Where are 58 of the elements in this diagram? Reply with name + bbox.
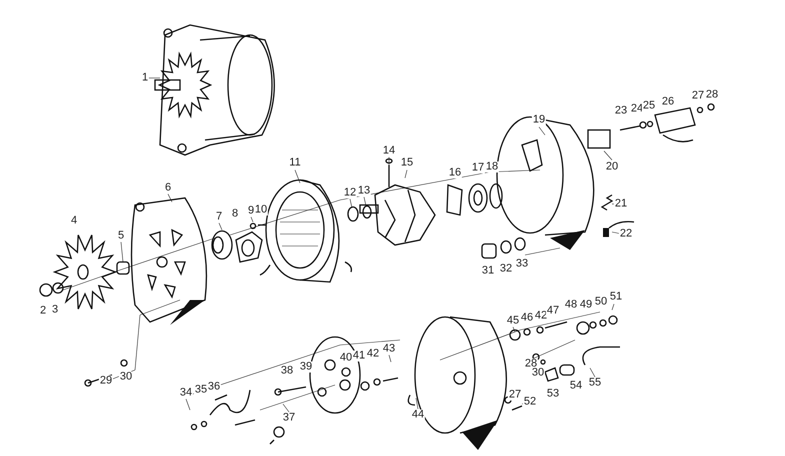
callout-number: 8 bbox=[230, 208, 240, 220]
callout-number: 55 bbox=[588, 378, 602, 388]
callout-number: 53 bbox=[546, 388, 560, 400]
callout-number: 32 bbox=[498, 264, 514, 274]
callout-number: 39 bbox=[298, 362, 314, 372]
callout-number: 15 bbox=[400, 158, 414, 168]
callout-number: 2 bbox=[38, 306, 48, 316]
callout-number: 31 bbox=[480, 266, 496, 276]
callout-number: 24 bbox=[630, 104, 644, 114]
callout-number: 36 bbox=[206, 382, 222, 392]
callout-number: 6 bbox=[164, 182, 172, 194]
callout-number: 3 bbox=[50, 304, 60, 316]
callout-number: 18 bbox=[484, 162, 500, 172]
callout-number: 29 bbox=[98, 376, 114, 386]
callout-number: 21 bbox=[614, 198, 628, 210]
callout-number: 48 bbox=[564, 300, 578, 310]
callout-number: 11 bbox=[288, 158, 302, 168]
callout-number: 10 bbox=[254, 204, 268, 216]
callout-number: 27 bbox=[508, 390, 522, 400]
callout-number: 44 bbox=[410, 410, 426, 420]
callout-number: 16 bbox=[448, 168, 462, 178]
callout-number: 33 bbox=[514, 258, 530, 270]
callout-number: 23 bbox=[614, 106, 628, 116]
callout-number: 22 bbox=[618, 228, 634, 240]
callout-number: 28 bbox=[524, 358, 538, 370]
callout-number: 17 bbox=[470, 162, 486, 174]
callout-number: 52 bbox=[522, 396, 538, 408]
callout-number: 26 bbox=[660, 96, 676, 108]
callout-number: 42 bbox=[366, 348, 380, 360]
callout-number: 47 bbox=[546, 306, 560, 316]
callout-number: 14 bbox=[382, 146, 396, 156]
callout-number: 12 bbox=[342, 188, 358, 198]
callout-number: 20 bbox=[604, 162, 620, 172]
callout-number: 7 bbox=[214, 212, 224, 222]
callout-number: 27 bbox=[690, 90, 706, 102]
callout-number: 45 bbox=[506, 316, 520, 326]
callout-number: 30 bbox=[530, 368, 546, 378]
callout-number: 42 bbox=[534, 310, 548, 322]
callout-number: 46 bbox=[520, 312, 534, 324]
callout-number: 4 bbox=[70, 216, 78, 226]
callout-number: 37 bbox=[282, 412, 296, 424]
callout-number: 40 bbox=[338, 352, 354, 364]
callout-number: 35 bbox=[194, 384, 208, 396]
callout-number: 1 bbox=[140, 72, 150, 84]
callout-number: 19 bbox=[532, 114, 546, 126]
callout-number: 54 bbox=[568, 380, 584, 392]
callout-number: 25 bbox=[642, 100, 656, 112]
callout-number: 51 bbox=[608, 292, 624, 302]
callout-number: 5 bbox=[116, 230, 126, 242]
callout-number: 28 bbox=[704, 90, 720, 100]
callout-number: 38 bbox=[280, 366, 294, 376]
callout-number: 34 bbox=[178, 388, 194, 398]
callout-number: 30 bbox=[118, 372, 134, 382]
callout-number: 13 bbox=[356, 186, 372, 196]
callout-number: 49 bbox=[578, 300, 594, 310]
callout-number: 50 bbox=[594, 296, 608, 308]
callout-number: 41 bbox=[352, 350, 366, 362]
callout-number: 43 bbox=[382, 344, 396, 354]
